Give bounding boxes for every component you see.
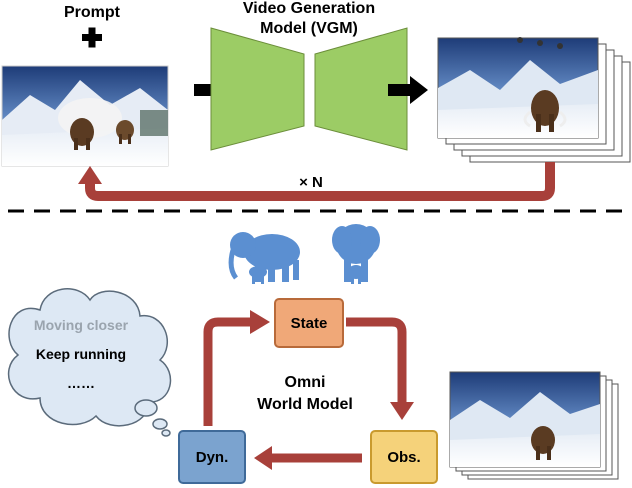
omni-label-line1: Omni [284,374,326,391]
vgm-label-line2: Model (VGM) [260,20,358,37]
prompt-label: Prompt [64,4,120,21]
state-node: State [274,298,344,348]
cloud-line-2: Keep running [35,346,127,362]
obs-node: Obs. [370,430,438,484]
omni-label-line2: World Model [257,396,353,413]
vgm-label-line1: Video Generation [242,0,376,17]
arrow-head [390,402,414,420]
elephant-icon [228,232,300,284]
elephant-icon [332,224,380,284]
feedback-arrow [78,162,555,201]
plus-icon [82,27,102,48]
dyn-node: Dyn. [178,430,246,484]
thought-cloud [7,288,172,437]
output-video-stack [437,37,631,163]
cloud-line-3: …… [67,375,95,391]
arrow-right-icon [388,76,428,104]
vgm-funnel [210,27,408,151]
arrow-head [250,310,270,334]
loop-arrows [203,317,407,463]
repeat-label: × N [299,174,323,191]
input-image [1,65,169,167]
observation-image-stack [449,371,619,480]
cloud-line-1: Moving closer [33,317,129,333]
arrow-head [254,446,272,470]
